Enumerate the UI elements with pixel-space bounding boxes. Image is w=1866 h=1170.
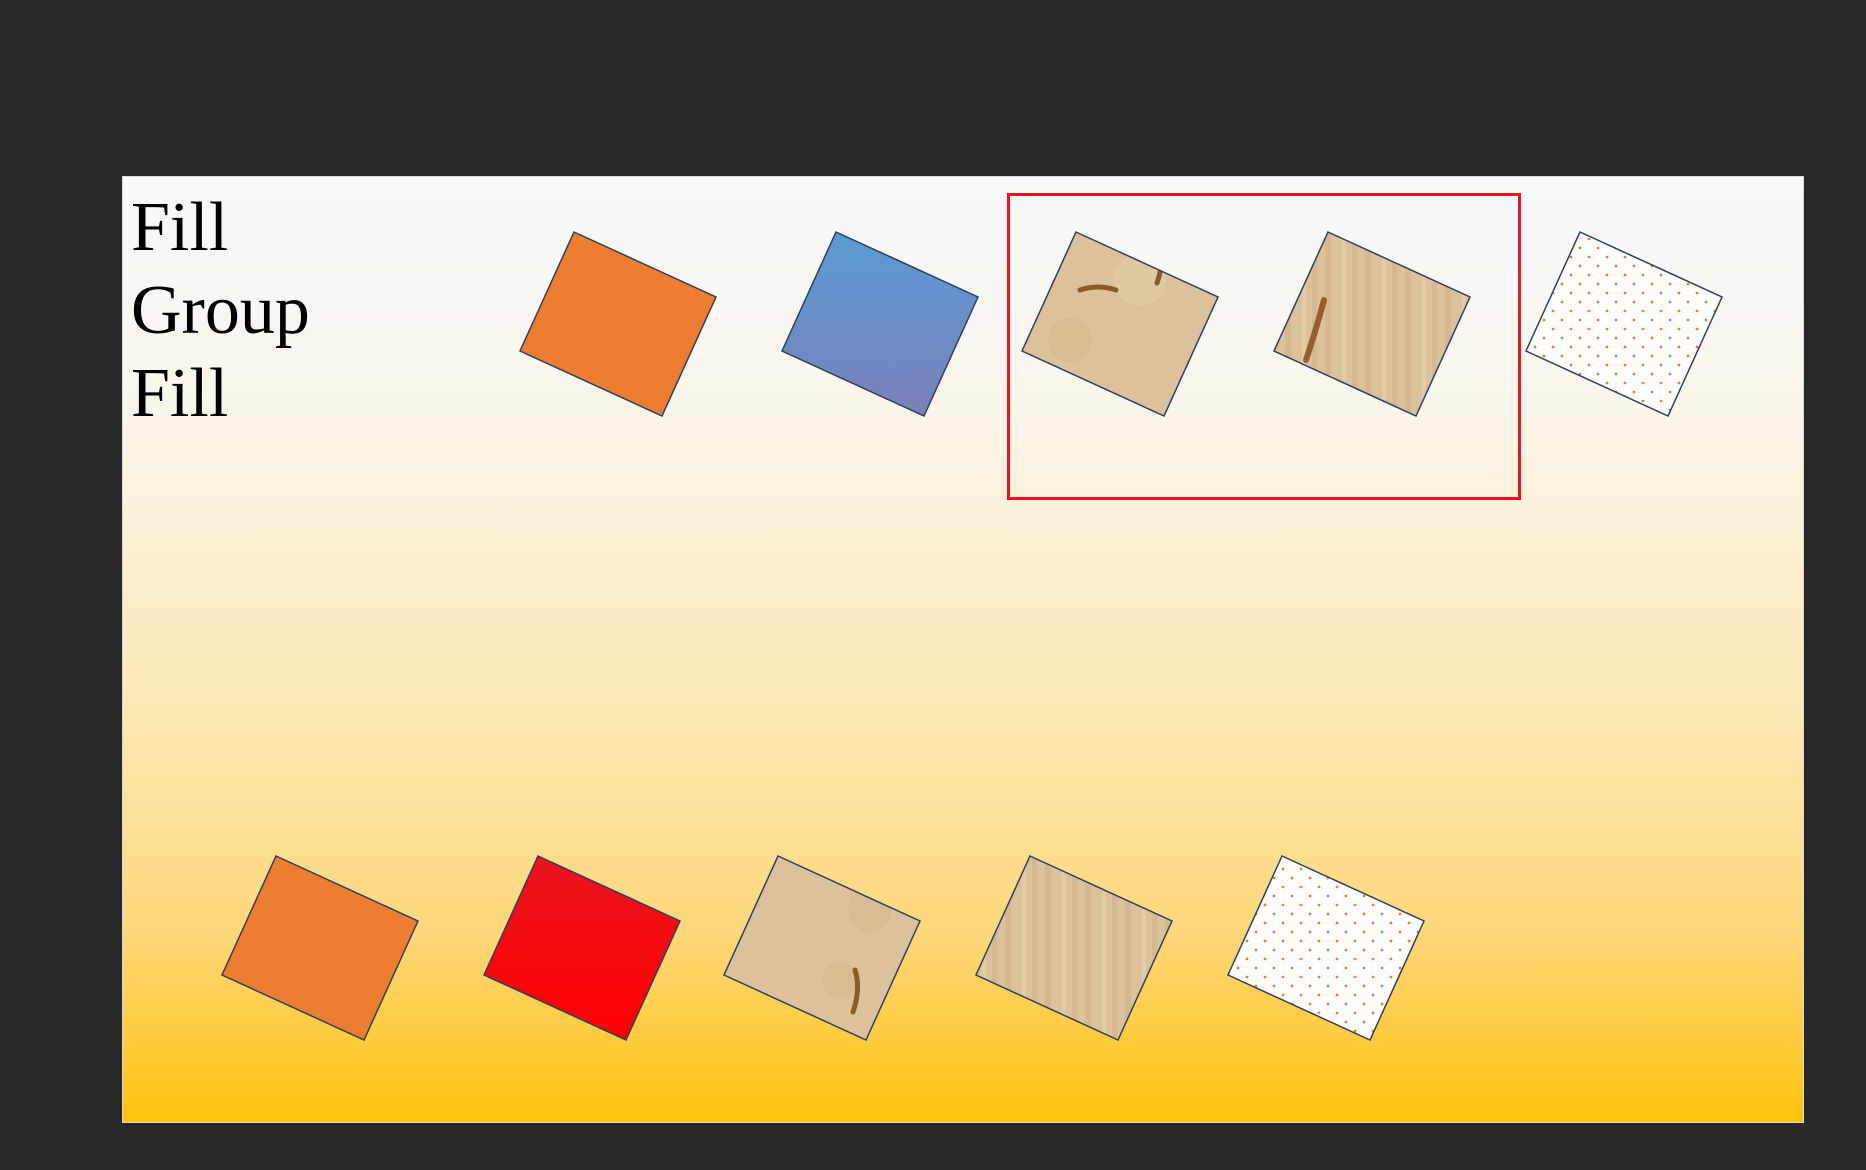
- slide-title-textbox[interactable]: Fill Group Fill: [131, 186, 310, 435]
- orange-solid-fill-square[interactable]: [519, 231, 717, 417]
- group-selection-outline[interactable]: [1007, 193, 1521, 500]
- dotted-pattern-fill-square[interactable]: [1525, 231, 1723, 417]
- blue-gradient-fill-square[interactable]: [781, 231, 979, 417]
- fish-fossil-picture-fill-square[interactable]: [1021, 231, 1219, 417]
- title-line-3: Fill: [131, 355, 229, 432]
- red-gradient-fill-square[interactable]: [483, 855, 681, 1041]
- dotted-pattern-fill-square[interactable]: [1227, 855, 1425, 1041]
- wood-grain-streak: [1303, 297, 1327, 363]
- title-line-1: Fill: [131, 189, 229, 266]
- orange-solid-fill-square[interactable]: [221, 855, 419, 1041]
- slide-canvas[interactable]: [122, 176, 1804, 1123]
- title-line-2: Group: [131, 272, 310, 349]
- wood-texture-fill-square[interactable]: [975, 855, 1173, 1041]
- wood-texture-fill-square[interactable]: [1273, 231, 1471, 417]
- fish-fossil-picture-fill-square[interactable]: [723, 855, 921, 1041]
